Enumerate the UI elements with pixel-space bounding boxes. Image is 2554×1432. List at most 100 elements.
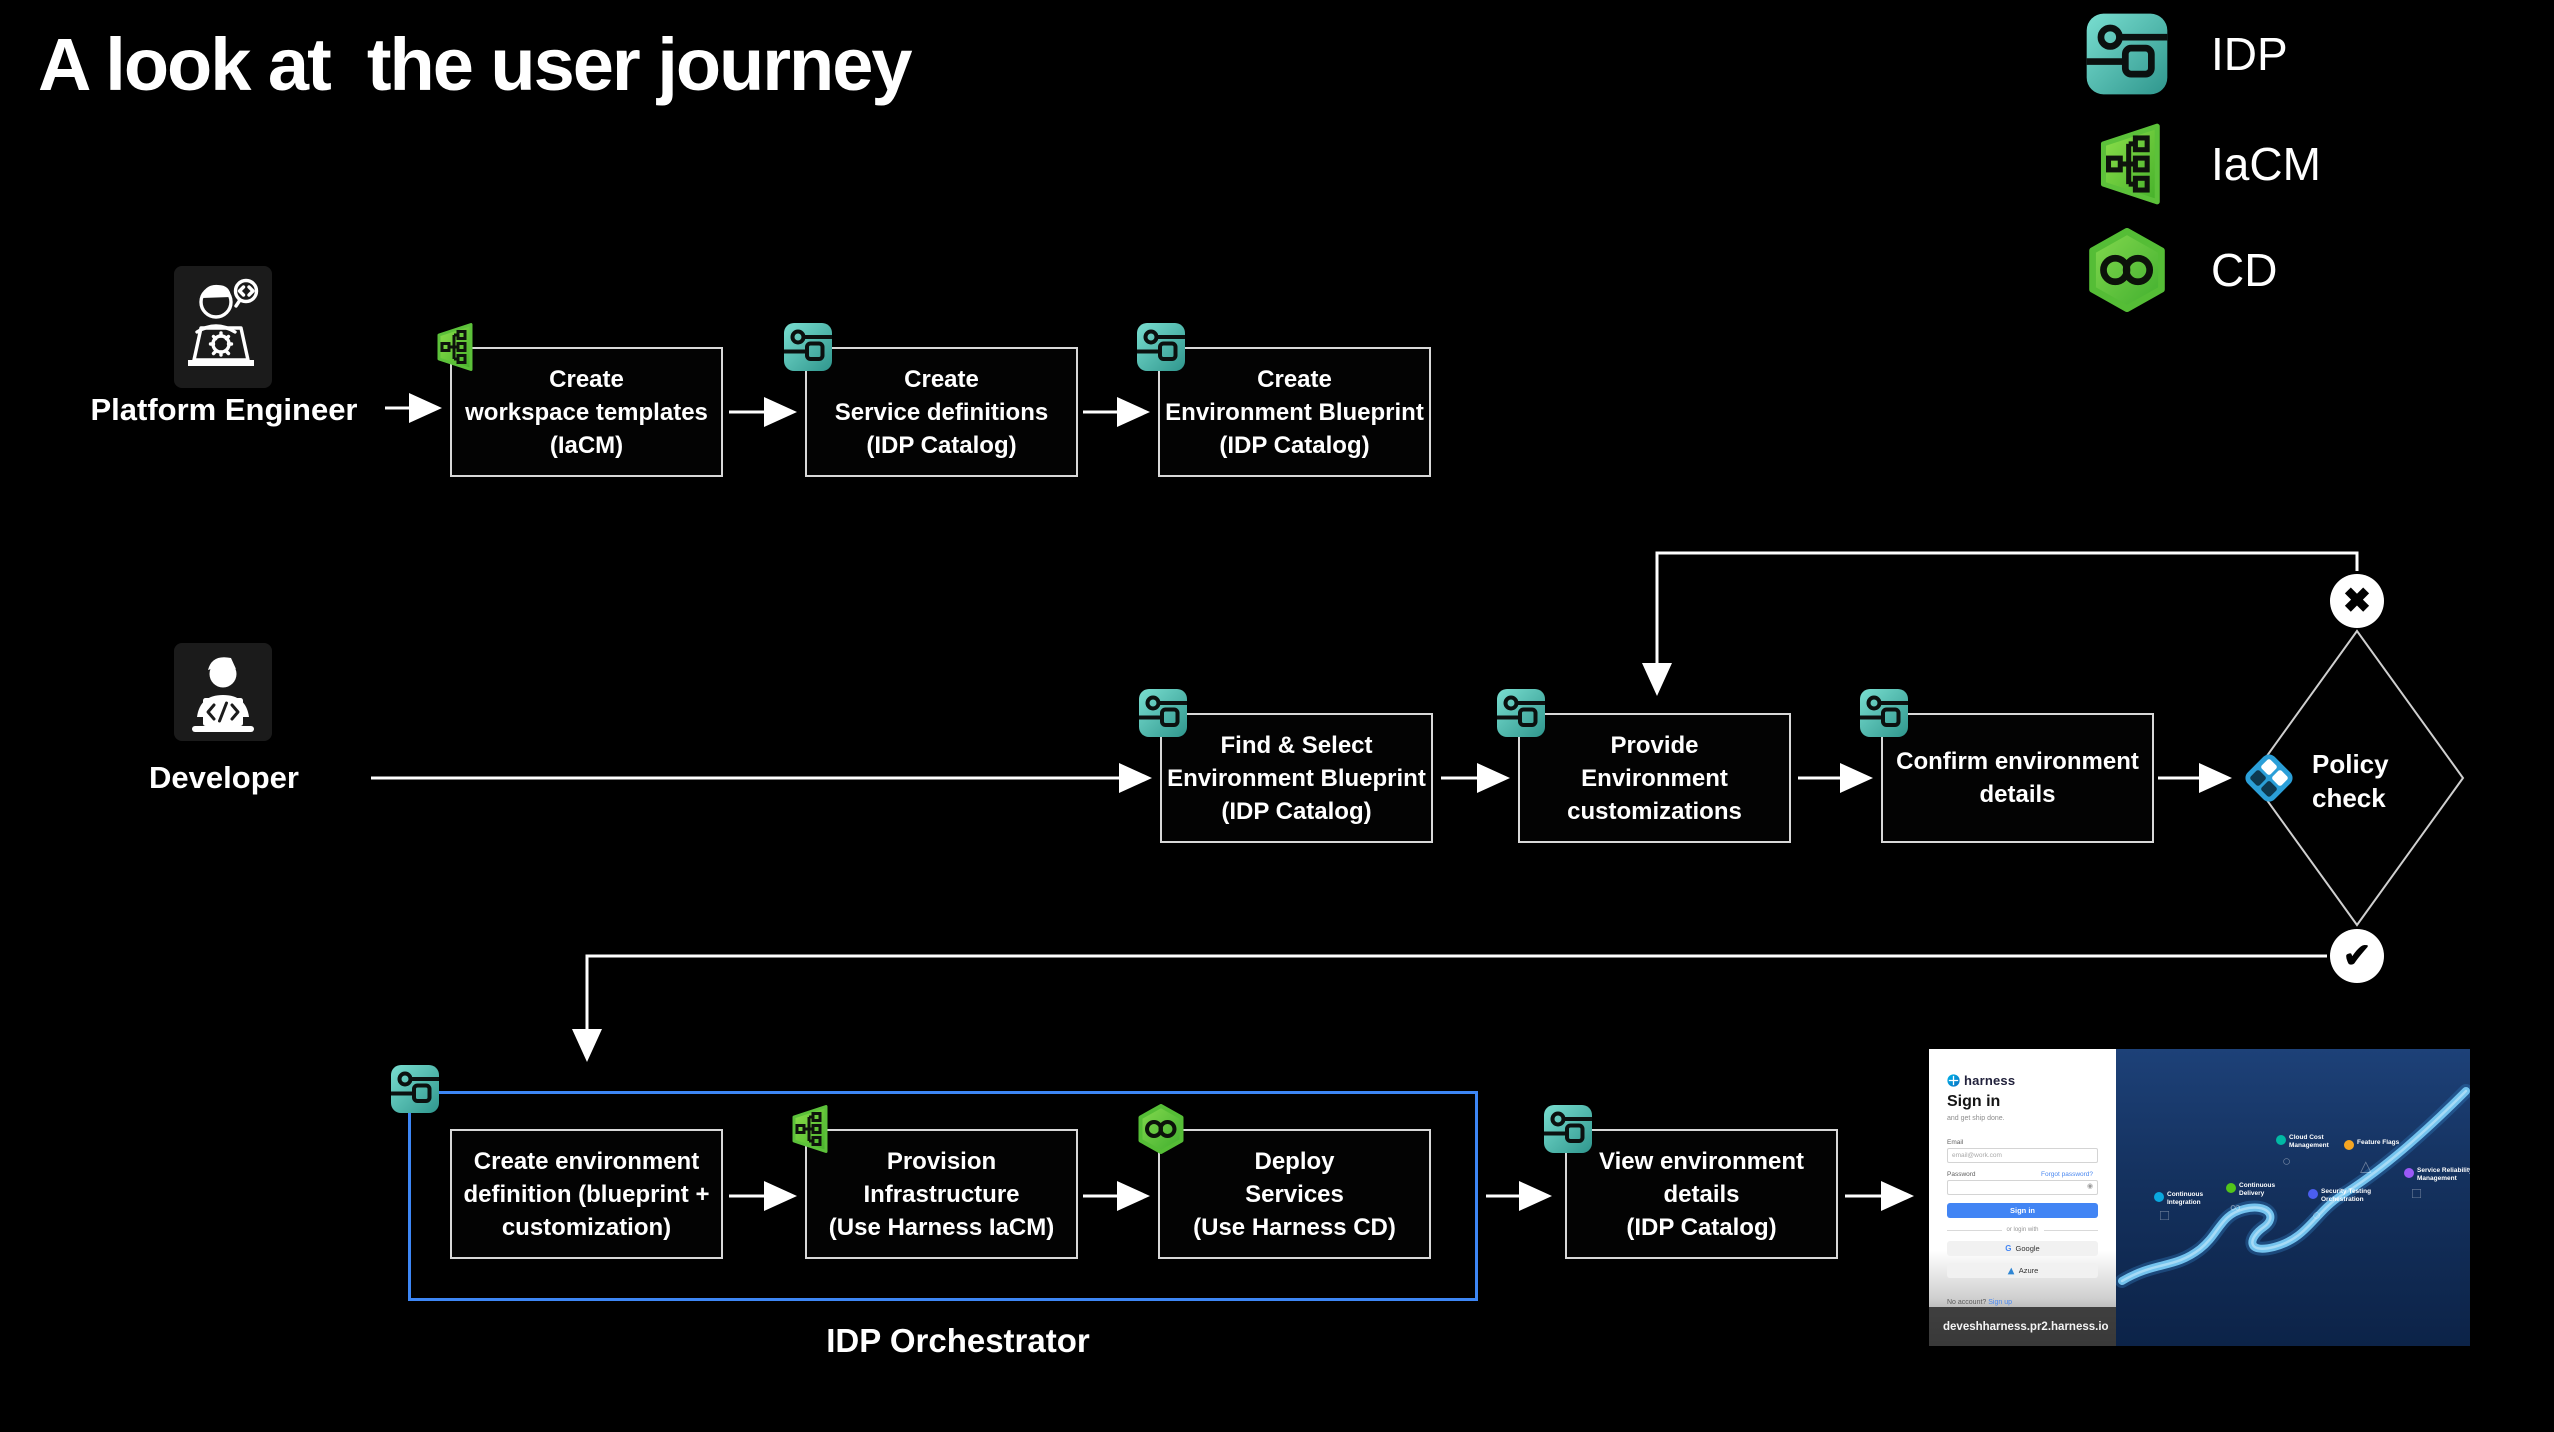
module-label: Continuous Delivery: [2239, 1182, 2276, 1197]
step-line: Service definitions: [834, 398, 1049, 426]
ff-module-icon: [2344, 1140, 2354, 1150]
step-line: (Use Harness CD): [1193, 1213, 1396, 1241]
cd-module-icon: [2226, 1183, 2236, 1193]
platform-engineer-icon: [174, 266, 272, 388]
cube-glyph: □: [2160, 1207, 2170, 1224]
screenshot-thumbnail: Continuous Integration Continuous Delive…: [1929, 1049, 2470, 1346]
password-label: Password: [1947, 1171, 1976, 1178]
step-line: (IDP Catalog): [1626, 1213, 1777, 1241]
google-icon: G: [2005, 1244, 2012, 1253]
step-line: workspace templates: [465, 398, 708, 426]
idp-icon: [1136, 322, 1186, 372]
step-view-environment-details: View environment details (IDP Catalog): [1565, 1129, 1838, 1259]
oauth-divider: or login with: [1947, 1227, 2098, 1233]
step-provision-infrastructure: Provision Infrastructure (Use Harness Ia…: [805, 1129, 1078, 1259]
triangle-glyph: △: [2360, 1158, 2372, 1175]
module-label: Cloud Cost Management: [2289, 1134, 2329, 1149]
ci-module-icon: [2154, 1192, 2164, 1202]
azure-button-label: Azure: [2018, 1266, 2039, 1275]
signin-hero-panel: Continuous Integration Continuous Delive…: [2116, 1049, 2470, 1346]
step-line: (Use Harness IaCM): [828, 1213, 1055, 1241]
legend-item-idp: IDP: [2085, 12, 2288, 96]
developer-icon: [174, 643, 272, 741]
step-line: Create environment: [473, 1147, 700, 1175]
signin-button[interactable]: Sign in: [1947, 1203, 2098, 1218]
step-line: Environment Blueprint: [1167, 764, 1426, 792]
policy-label-line2: check: [2312, 783, 2386, 813]
idp-icon: [390, 1064, 440, 1114]
module-continuous-integration: Continuous Integration: [2154, 1191, 2223, 1206]
step-line: (IaCM): [549, 431, 624, 459]
platform-engineer-label: Platform Engineer: [90, 392, 358, 427]
step-line: Provision: [886, 1147, 997, 1175]
circle-glyph: ○: [2282, 1153, 2292, 1170]
idp-icon: [1496, 688, 1546, 738]
step-line: Create: [1257, 365, 1332, 393]
azure-signin-button[interactable]: Azure: [1947, 1263, 2098, 1278]
harness-brand-label: harness: [1964, 1073, 2016, 1088]
step-create-service-definitions: Create Service definitions (IDP Catalog): [805, 347, 1078, 477]
policy-label-line1: Policy: [2312, 749, 2389, 779]
page-title: A look at the user journey: [38, 23, 913, 106]
policy-icon: [2240, 749, 2298, 807]
legend-label-cd: CD: [2211, 244, 2278, 296]
platform-engineer-avatar: [174, 266, 272, 388]
module-label: Feature Flags: [2357, 1139, 2400, 1146]
step-line: details: [1663, 1180, 1740, 1208]
idp-icon: [1138, 688, 1188, 738]
policy-pass-badge: ✔: [2330, 929, 2384, 983]
show-password-icon[interactable]: ◉: [2087, 1183, 2094, 1190]
password-field[interactable]: [1947, 1180, 2098, 1195]
step-line: Deploy: [1254, 1147, 1335, 1175]
signup-link[interactable]: Sign up: [1988, 1299, 2012, 1306]
idp-icon: [1859, 688, 1909, 738]
ccm-module-icon: [2276, 1135, 2286, 1145]
developer-label: Developer: [149, 760, 299, 795]
module-continuous-delivery: Continuous Delivery: [2226, 1182, 2295, 1197]
harness-logo-icon: [1947, 1074, 1960, 1087]
module-security-testing-orchestration: Security Testing Orchestration: [2308, 1188, 2377, 1203]
srm-module-icon: [2404, 1168, 2414, 1178]
step-line: Environment Blueprint: [1165, 398, 1424, 426]
email-field[interactable]: [1947, 1148, 2098, 1163]
step-line: Find & Select: [1220, 731, 1373, 759]
container-idp-orchestrator: [408, 1091, 1478, 1301]
step-line: (IDP Catalog): [1219, 431, 1370, 459]
policy-check-label: Policy check: [2312, 747, 2389, 815]
module-label: Security Testing Orchestration: [2321, 1188, 2372, 1203]
idp-icon: [783, 322, 833, 372]
iacm-icon: [783, 1104, 833, 1154]
module-feature-flags: Feature Flags: [2344, 1139, 2413, 1150]
key-glyph: ○: [2312, 1207, 2322, 1224]
signin-subheading: and get ship done.: [1947, 1115, 2005, 1122]
iacm-icon: [2085, 122, 2169, 206]
iacm-icon: [428, 322, 478, 372]
no-account-label: No account?: [1947, 1299, 1989, 1306]
cd-icon: [2085, 228, 2169, 312]
step-line: Confirm environment: [1896, 748, 2139, 775]
step-deploy-services: Deploy Services (Use Harness CD): [1158, 1129, 1431, 1259]
step-line: Services: [1245, 1180, 1344, 1208]
step-line: View environment: [1599, 1147, 1804, 1175]
module-label: Continuous Integration: [2167, 1191, 2204, 1206]
no-account-text: No account? Sign up: [1947, 1299, 2012, 1306]
journey-road-graphic: [2116, 1084, 2470, 1288]
module-label: Service Reliability Management: [2417, 1167, 2470, 1182]
forgot-password-link[interactable]: Forgot password?: [2041, 1171, 2094, 1178]
address-bar: deveshharness.pr2.harness.io: [1929, 1307, 2116, 1346]
cube-glyph: □: [2412, 1185, 2422, 1202]
idp-icon: [1543, 1104, 1593, 1154]
policy-fail-badge: ✖: [2330, 574, 2384, 628]
legend-item-cd: CD: [2085, 228, 2277, 312]
google-button-label: Google: [2015, 1244, 2040, 1253]
step-line: Provide: [1610, 731, 1699, 759]
step-line: (IDP Catalog): [866, 431, 1017, 459]
step-line: Environment: [1581, 764, 1728, 792]
google-signin-button[interactable]: G Google: [1947, 1241, 2098, 1256]
step-create-workspace-templates: Create workspace templates (IaCM): [450, 347, 723, 477]
infinity-glyph: ∞: [2230, 1199, 2241, 1216]
module-cloud-cost-management: Cloud Cost Management: [2276, 1134, 2345, 1149]
step-line: details: [1979, 781, 2056, 808]
step-line: Create: [549, 365, 624, 393]
legend-item-iacm: IaCM: [2085, 122, 2321, 206]
